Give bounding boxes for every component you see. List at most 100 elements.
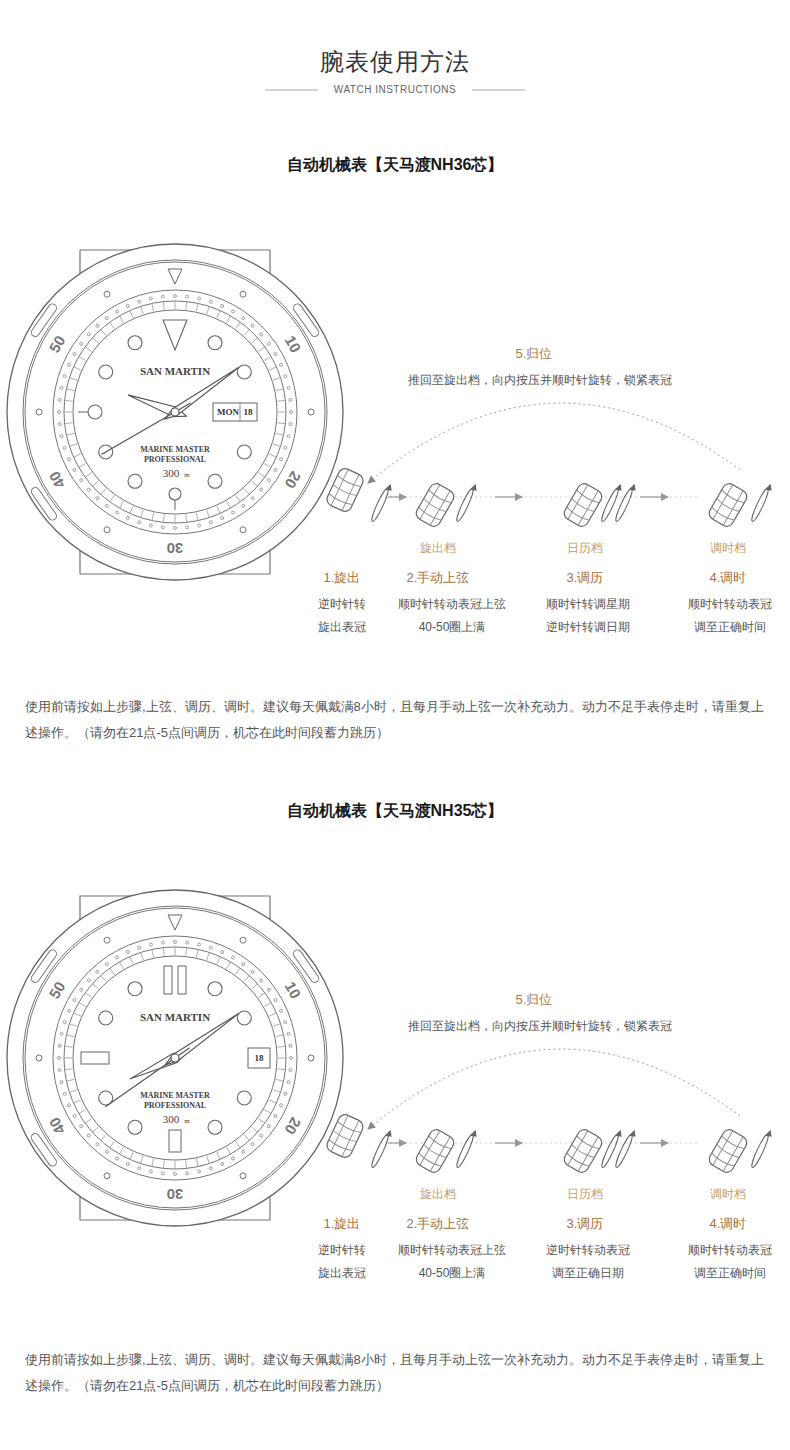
crown-symbol-part bbox=[707, 1127, 750, 1175]
watch-illustration-part bbox=[240, 403, 241, 421]
watch-illustration-part bbox=[128, 1120, 142, 1134]
watch-illustration-part bbox=[58, 1069, 61, 1072]
bezel-number: 30 bbox=[167, 539, 184, 556]
watch-illustration-part bbox=[63, 446, 66, 449]
dial-text: m bbox=[184, 1117, 189, 1125]
watch-illustration-part bbox=[280, 1009, 283, 1012]
watch-illustration-part bbox=[116, 511, 119, 514]
watch-illustration-part bbox=[198, 524, 201, 527]
watch-illustration-part bbox=[104, 291, 110, 297]
date-window-text: 18 bbox=[244, 407, 253, 417]
watch-illustration-part bbox=[73, 353, 76, 356]
watch-illustration-part bbox=[64, 947, 286, 1169]
watch-illustration-part bbox=[240, 937, 246, 943]
crown-symbol-part bbox=[562, 1127, 605, 1175]
watch-illustration-part bbox=[58, 398, 61, 401]
watch-illustration-part bbox=[96, 497, 99, 500]
watch-illustration-part bbox=[64, 301, 286, 523]
watch-illustration-part bbox=[198, 297, 201, 300]
rotation-mark-part bbox=[455, 487, 476, 522]
crown-symbol-part bbox=[707, 481, 750, 529]
watch-illustration-part bbox=[186, 1172, 189, 1175]
watch-illustration-part bbox=[242, 1150, 245, 1153]
step-title: 5.归位 bbox=[516, 993, 553, 1008]
watch-illustration-part bbox=[251, 324, 254, 327]
watch-illustration-part bbox=[126, 1163, 129, 1166]
watch-illustration-part bbox=[138, 300, 141, 303]
watch-illustration-part bbox=[169, 488, 181, 500]
watch-illustration-part bbox=[198, 1170, 201, 1173]
watch-illustration-part bbox=[242, 963, 245, 966]
section-title: 自动机械表【天马渡NH35芯】 bbox=[287, 802, 504, 820]
watch-illustration-part bbox=[64, 947, 286, 1169]
dial-text: 300 bbox=[163, 1113, 180, 1126]
watch-illustration-part bbox=[58, 411, 61, 414]
step-title: 5.归位 bbox=[516, 347, 553, 362]
watch-illustration-part bbox=[208, 474, 222, 488]
watch-illustration-part bbox=[105, 504, 108, 507]
watch-illustration-part bbox=[161, 1172, 164, 1175]
dial-brand: SAN MARTIN bbox=[140, 365, 210, 378]
dial-text: m bbox=[184, 471, 189, 479]
step-note: 旋出表冠 bbox=[318, 621, 366, 635]
bezel-number: 30 bbox=[167, 1185, 184, 1202]
watch-illustration-part bbox=[237, 365, 251, 379]
watch-illustration-part bbox=[116, 310, 119, 313]
watch-illustration-part bbox=[289, 1044, 292, 1047]
watch-illustration-part bbox=[251, 497, 254, 500]
watch-illustration-part bbox=[60, 386, 63, 389]
watch-illustration-part bbox=[126, 951, 129, 954]
watch-illustration-part bbox=[63, 1021, 66, 1024]
watch-illustration-part bbox=[232, 1157, 235, 1160]
page-title: 腕表使用方法 bbox=[320, 48, 470, 76]
watch-illustration-part bbox=[104, 527, 110, 533]
rotation-mark bbox=[750, 484, 772, 523]
watch-illustration-part bbox=[237, 1011, 251, 1025]
watch-illustration-part bbox=[87, 333, 90, 336]
watch-illustration-part bbox=[209, 946, 212, 949]
watch-illustration-part bbox=[251, 970, 254, 973]
watch-illustration-part bbox=[168, 915, 182, 930]
step-note: 逆时针转调日期 bbox=[546, 621, 630, 635]
step-note: 40-50圈上满 bbox=[419, 1267, 486, 1281]
dial-brand: SAN MARTIN bbox=[140, 1011, 210, 1024]
watch-illustration-part bbox=[53, 290, 297, 534]
rotation-mark bbox=[750, 1130, 772, 1169]
crown-symbol-part bbox=[414, 481, 457, 529]
watch-illustration-part bbox=[178, 966, 186, 994]
watch-illustration-part bbox=[58, 423, 61, 426]
crown-symbol bbox=[707, 1127, 750, 1175]
watch-illustration-part bbox=[174, 1173, 177, 1176]
watch-illustration-part bbox=[60, 435, 63, 438]
watch-illustration-part bbox=[287, 386, 290, 389]
watch-illustration-part bbox=[104, 1173, 110, 1179]
watch-illustration-part bbox=[240, 291, 246, 297]
watch-illustration-part bbox=[163, 320, 187, 350]
watch-illustration-part bbox=[87, 488, 90, 491]
step-title: 3.调历 bbox=[567, 571, 604, 586]
step-note: 调至正确时间 bbox=[694, 1267, 766, 1281]
watch-illustration-part bbox=[138, 521, 141, 524]
watch-illustration bbox=[7, 890, 365, 1226]
watch-illustration-part bbox=[287, 435, 290, 438]
watch-illustration-part bbox=[36, 1055, 42, 1061]
crown-steps-part bbox=[368, 403, 740, 483]
watch-illustration-part bbox=[58, 1057, 61, 1060]
watch-illustration-part bbox=[284, 1021, 287, 1024]
watch-illustration-part bbox=[73, 999, 76, 1002]
watch-illustration-part bbox=[251, 1143, 254, 1146]
watch-illustration-part bbox=[169, 1130, 181, 1152]
dial-text: PROFESSIONAL bbox=[144, 455, 206, 464]
rotation-mark-part bbox=[614, 1133, 635, 1168]
watch-illustration-part bbox=[289, 1069, 292, 1072]
watch-illustration-part bbox=[260, 333, 263, 336]
watch-illustration-part bbox=[63, 1092, 66, 1095]
rotation-mark-part bbox=[370, 1133, 391, 1168]
watch-illustration-part bbox=[128, 336, 142, 350]
watch-illustration-part bbox=[208, 982, 222, 996]
step-note: 顺时针转动表冠上弦 bbox=[398, 1244, 506, 1258]
rotation-mark-part bbox=[750, 487, 771, 522]
section-title: 自动机械表【天马渡NH36芯】 bbox=[287, 156, 504, 174]
watch-illustration-part bbox=[99, 1011, 113, 1025]
step-title: 2.手动上弦 bbox=[407, 571, 470, 586]
